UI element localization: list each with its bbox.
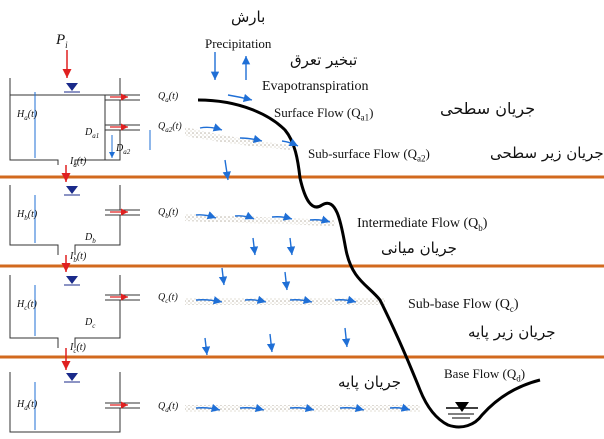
tank-b-infiltration-label: Ib(t) (70, 251, 87, 264)
evapotranspiration-en-label: Evapotranspiration (262, 79, 369, 94)
tank-outflow-arrows (110, 93, 128, 409)
tank-c-d-label: Dc (85, 317, 96, 330)
base-flow-fa-label: جریان پایه (338, 373, 402, 391)
evapotranspiration-fa-label: تبخیر تعرق (290, 51, 358, 69)
tank-a-q2-label: Qa2(t) (158, 121, 182, 134)
ground-surface-profile (197, 98, 541, 429)
subsurface-flow-band (185, 127, 292, 150)
subbase-flow-fa-label: جریان زیر پایه (468, 323, 556, 341)
tank-c-height-label: Hc(t) (17, 299, 37, 312)
precipitation-fa-label: بارش (231, 8, 266, 26)
infiltration-arrows (61, 50, 72, 370)
intermediate-flow-band (185, 214, 335, 226)
height-dimensions (34, 92, 151, 430)
tank-b-height-label: Hb(t) (17, 209, 38, 222)
tank-d-q-label: Qd(t) (158, 401, 179, 414)
subbase-flow-label: Sub-base Flow (Qc) (408, 297, 519, 314)
river-water-marker (446, 402, 478, 419)
subsurface-flow-label: Sub-surface Flow (Qa2) (308, 146, 430, 164)
tank-a-d2-label: Da2 (116, 143, 131, 156)
tank-b-q-label: Qb(t) (158, 207, 179, 220)
tank-b-d-label: Db (85, 232, 96, 245)
tank-d-height-label: Hd(t) (17, 399, 38, 412)
surface-flow-label: Surface Flow (Qa1) (274, 105, 374, 123)
tank-a (9, 78, 140, 165)
intermediate-flow-label: Intermediate Flow (Qb) (357, 216, 488, 233)
tank-water-levels (64, 83, 80, 383)
tank-a-height-label: Ha(t) (17, 109, 38, 122)
precip-input-label: Pi (56, 32, 68, 50)
flow-bands (185, 127, 420, 412)
tank-c-infiltration-label: Ic(t) (70, 342, 86, 355)
base-flow-label: Base Flow (Qd) (444, 366, 526, 384)
intermediate-flow-fa-label: جریان میانی (381, 239, 457, 257)
tank-c-q-label: Qc(t) (158, 292, 178, 305)
tank-a-infiltration-label: Ia(t) (70, 156, 87, 169)
tank-a-d1-label: Da1 (85, 127, 100, 140)
soil-layer-lines (0, 175, 604, 359)
tank-a-q1-label: Qa(t) (158, 91, 179, 104)
precipitation-en-label: Precipitation (205, 36, 272, 51)
surface-flow-fa-label: جریان سطحی (440, 99, 536, 118)
flow-arrows (195, 52, 411, 413)
subsurface-flow-fa-label: جریان زیر سطحی (490, 144, 604, 162)
